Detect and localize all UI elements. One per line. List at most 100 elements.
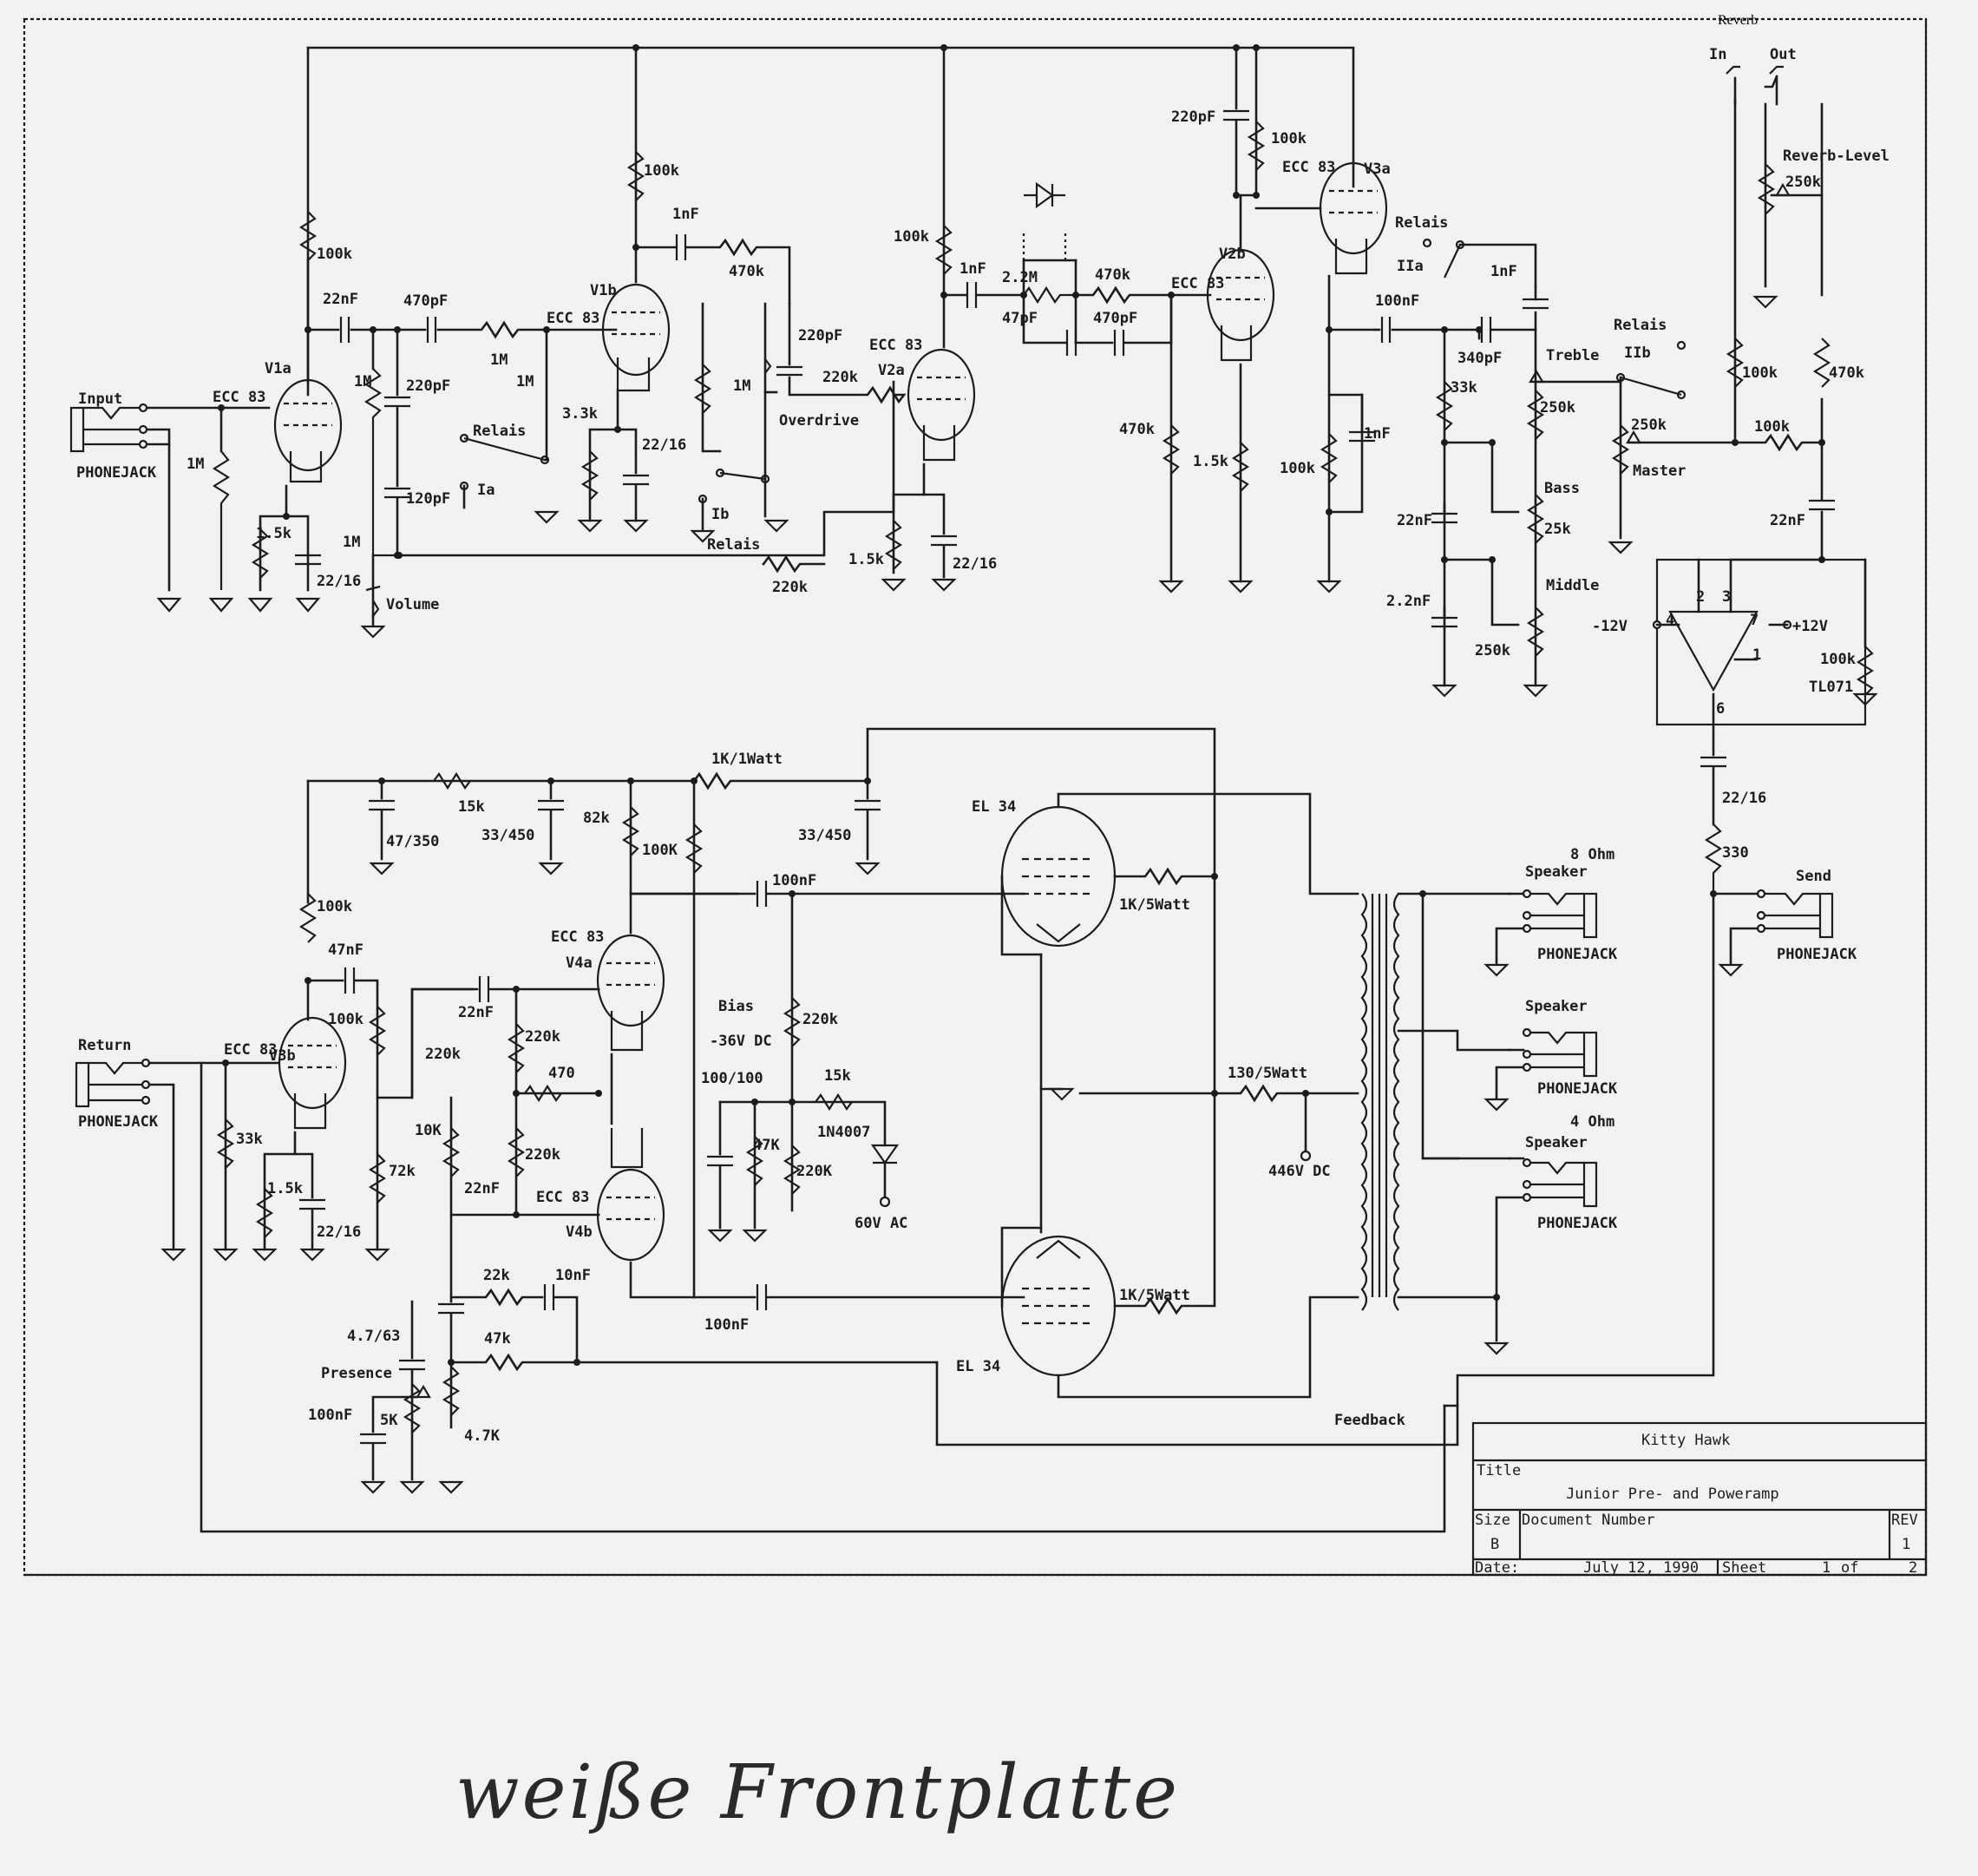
label-master: Master	[1633, 462, 1686, 480]
label-volume: Volume	[386, 596, 439, 613]
title-value: Junior Pre- and Poweramp	[1566, 1486, 1779, 1503]
label-470pf: 470pF	[403, 292, 448, 310]
label-220k-fb: 220k	[772, 579, 808, 596]
label-22-16-v1a: 22/16	[317, 573, 361, 590]
label-220k-pi-c: 220k	[525, 1146, 560, 1164]
label-2-2m: 2.2M	[1002, 269, 1038, 286]
label-1m-v1b: 1M	[516, 373, 534, 390]
return-jack	[75, 1058, 151, 1108]
label-relais-ib: Relais	[707, 536, 760, 554]
label-phonejack-spk3: PHONEJACK	[1537, 1215, 1618, 1232]
of-label: of	[1841, 1559, 1858, 1577]
label-47k-pres: 47k	[484, 1330, 511, 1348]
label-1k5w-bottom: 1K/5Watt	[1119, 1287, 1190, 1304]
label-330: 330	[1722, 844, 1749, 862]
label-pin6: 6	[1716, 700, 1725, 718]
label-250k-master: 250k	[1631, 417, 1667, 434]
label-100k-v2a: 100k	[894, 228, 929, 246]
tube-v3b	[278, 1016, 347, 1130]
label-220k-pi-b: 220k	[525, 1028, 560, 1046]
size-label: Size	[1475, 1512, 1510, 1529]
label-250k-middle: 250k	[1475, 642, 1510, 659]
label-1nf-treble: 1nF	[1490, 263, 1517, 280]
label-relais-iia: Relais	[1395, 214, 1448, 232]
label-130-5w: 130/5Watt	[1228, 1065, 1307, 1082]
label-pin3: 3	[1722, 588, 1731, 606]
label-relais-ia: Relais	[473, 423, 526, 440]
label-phonejack-send: PHONEJACK	[1777, 946, 1857, 963]
label-presence: Presence	[321, 1365, 392, 1382]
label-pin7: 7	[1750, 612, 1759, 629]
label-1nf-v1b: 1nF	[672, 206, 699, 223]
speaker-jack-1	[1522, 889, 1598, 939]
label-8ohm: 8 Ohm	[1570, 846, 1614, 863]
label-15k: 15k	[458, 798, 485, 816]
label-10k-pi: 10K	[415, 1122, 442, 1139]
label-120pf: 120pF	[406, 490, 450, 508]
label-minus12v: -12V	[1592, 618, 1628, 635]
label-reverb-in: In	[1709, 46, 1726, 63]
date-label: Date:	[1475, 1559, 1519, 1577]
handwritten-note: weiße Frontplatte	[455, 1749, 1180, 1836]
label-relais-iib: Relais	[1614, 317, 1667, 334]
opamp-tl071	[1655, 558, 1867, 726]
label-33-450-b: 33/450	[798, 827, 851, 844]
label-1m-mid: 1M	[490, 351, 508, 369]
label-1m-vol: 1M	[343, 534, 360, 551]
tube-v4a	[596, 934, 665, 1052]
label-82k: 82k	[583, 810, 610, 827]
label-100-100: 100/100	[701, 1070, 763, 1087]
label-v1a: V1a	[265, 360, 291, 377]
label-22nf-bass: 22nF	[1397, 512, 1432, 529]
label-speaker-3: Speaker	[1525, 1134, 1588, 1151]
label-v4b: V4b	[566, 1223, 593, 1241]
label-22nf-rev: 22nF	[1770, 512, 1805, 529]
send-jack	[1756, 889, 1834, 939]
label-470k-rev: 470k	[1829, 364, 1864, 382]
label-ecc83-v3b: ECC 83	[224, 1041, 277, 1059]
label-100nf-v3a: 100nF	[1375, 292, 1419, 310]
label-220nf-v3a: 220pF	[1171, 108, 1215, 126]
label-220nf: 220pF	[798, 327, 842, 344]
label-1-5k-v2a: 1.5k	[848, 551, 884, 568]
label-reverb-out: Out	[1770, 46, 1797, 63]
label-47k-bias: 47K	[753, 1137, 780, 1154]
label-72k: 72k	[389, 1163, 416, 1180]
sheet-label: Sheet	[1722, 1559, 1766, 1577]
label-33-450: 33/450	[481, 827, 534, 844]
rev-value: 1	[1902, 1536, 1910, 1553]
label-treble: Treble	[1546, 347, 1599, 364]
label-v1b: V1b	[590, 282, 617, 299]
label-1nf-v3a: 1nF	[1364, 425, 1391, 443]
speaker-jack-2	[1522, 1027, 1598, 1078]
speaker-jack-3	[1522, 1158, 1598, 1208]
title-label: Title	[1477, 1462, 1521, 1479]
label-100k-v3b-r: 100k	[328, 1011, 364, 1028]
label-470k-v1b: 470k	[729, 263, 764, 280]
input-jack	[69, 403, 148, 453]
label-v4a: V4a	[566, 954, 593, 972]
label-10nf: 10nF	[555, 1267, 591, 1284]
label-220K-bias: 220K	[796, 1163, 833, 1180]
label-return: Return	[78, 1037, 131, 1054]
label-feedback: Feedback	[1334, 1412, 1405, 1429]
label-1-5k-v2b: 1.5k	[1193, 453, 1228, 470]
label-el34-bottom: EL 34	[956, 1358, 1000, 1375]
label-22-16-send: 22/16	[1722, 790, 1766, 807]
title-block: Kitty Hawk Title Junior Pre- and Poweram…	[1471, 1421, 1928, 1577]
label-100k-v1b: 100k	[644, 162, 679, 180]
label-446v: 446V DC	[1268, 1163, 1331, 1180]
sheet-total: 2	[1909, 1559, 1917, 1577]
label-220k-pi-a: 220k	[425, 1046, 461, 1063]
label-470-pi: 470	[548, 1065, 575, 1082]
label-v2b: V2b	[1219, 246, 1246, 263]
label-phonejack-spk1: PHONEJACK	[1537, 946, 1618, 963]
label-22-16-v2a: 22/16	[953, 555, 997, 573]
tube-el34-top	[1000, 805, 1117, 948]
label-22k: 22k	[483, 1267, 510, 1284]
label-1-5k-v1a: 1.5k	[256, 525, 291, 542]
label-ecc83-v4a: ECC 83	[551, 928, 604, 946]
label-25k: 25k	[1544, 521, 1571, 538]
label-5k: 5K	[380, 1412, 398, 1429]
